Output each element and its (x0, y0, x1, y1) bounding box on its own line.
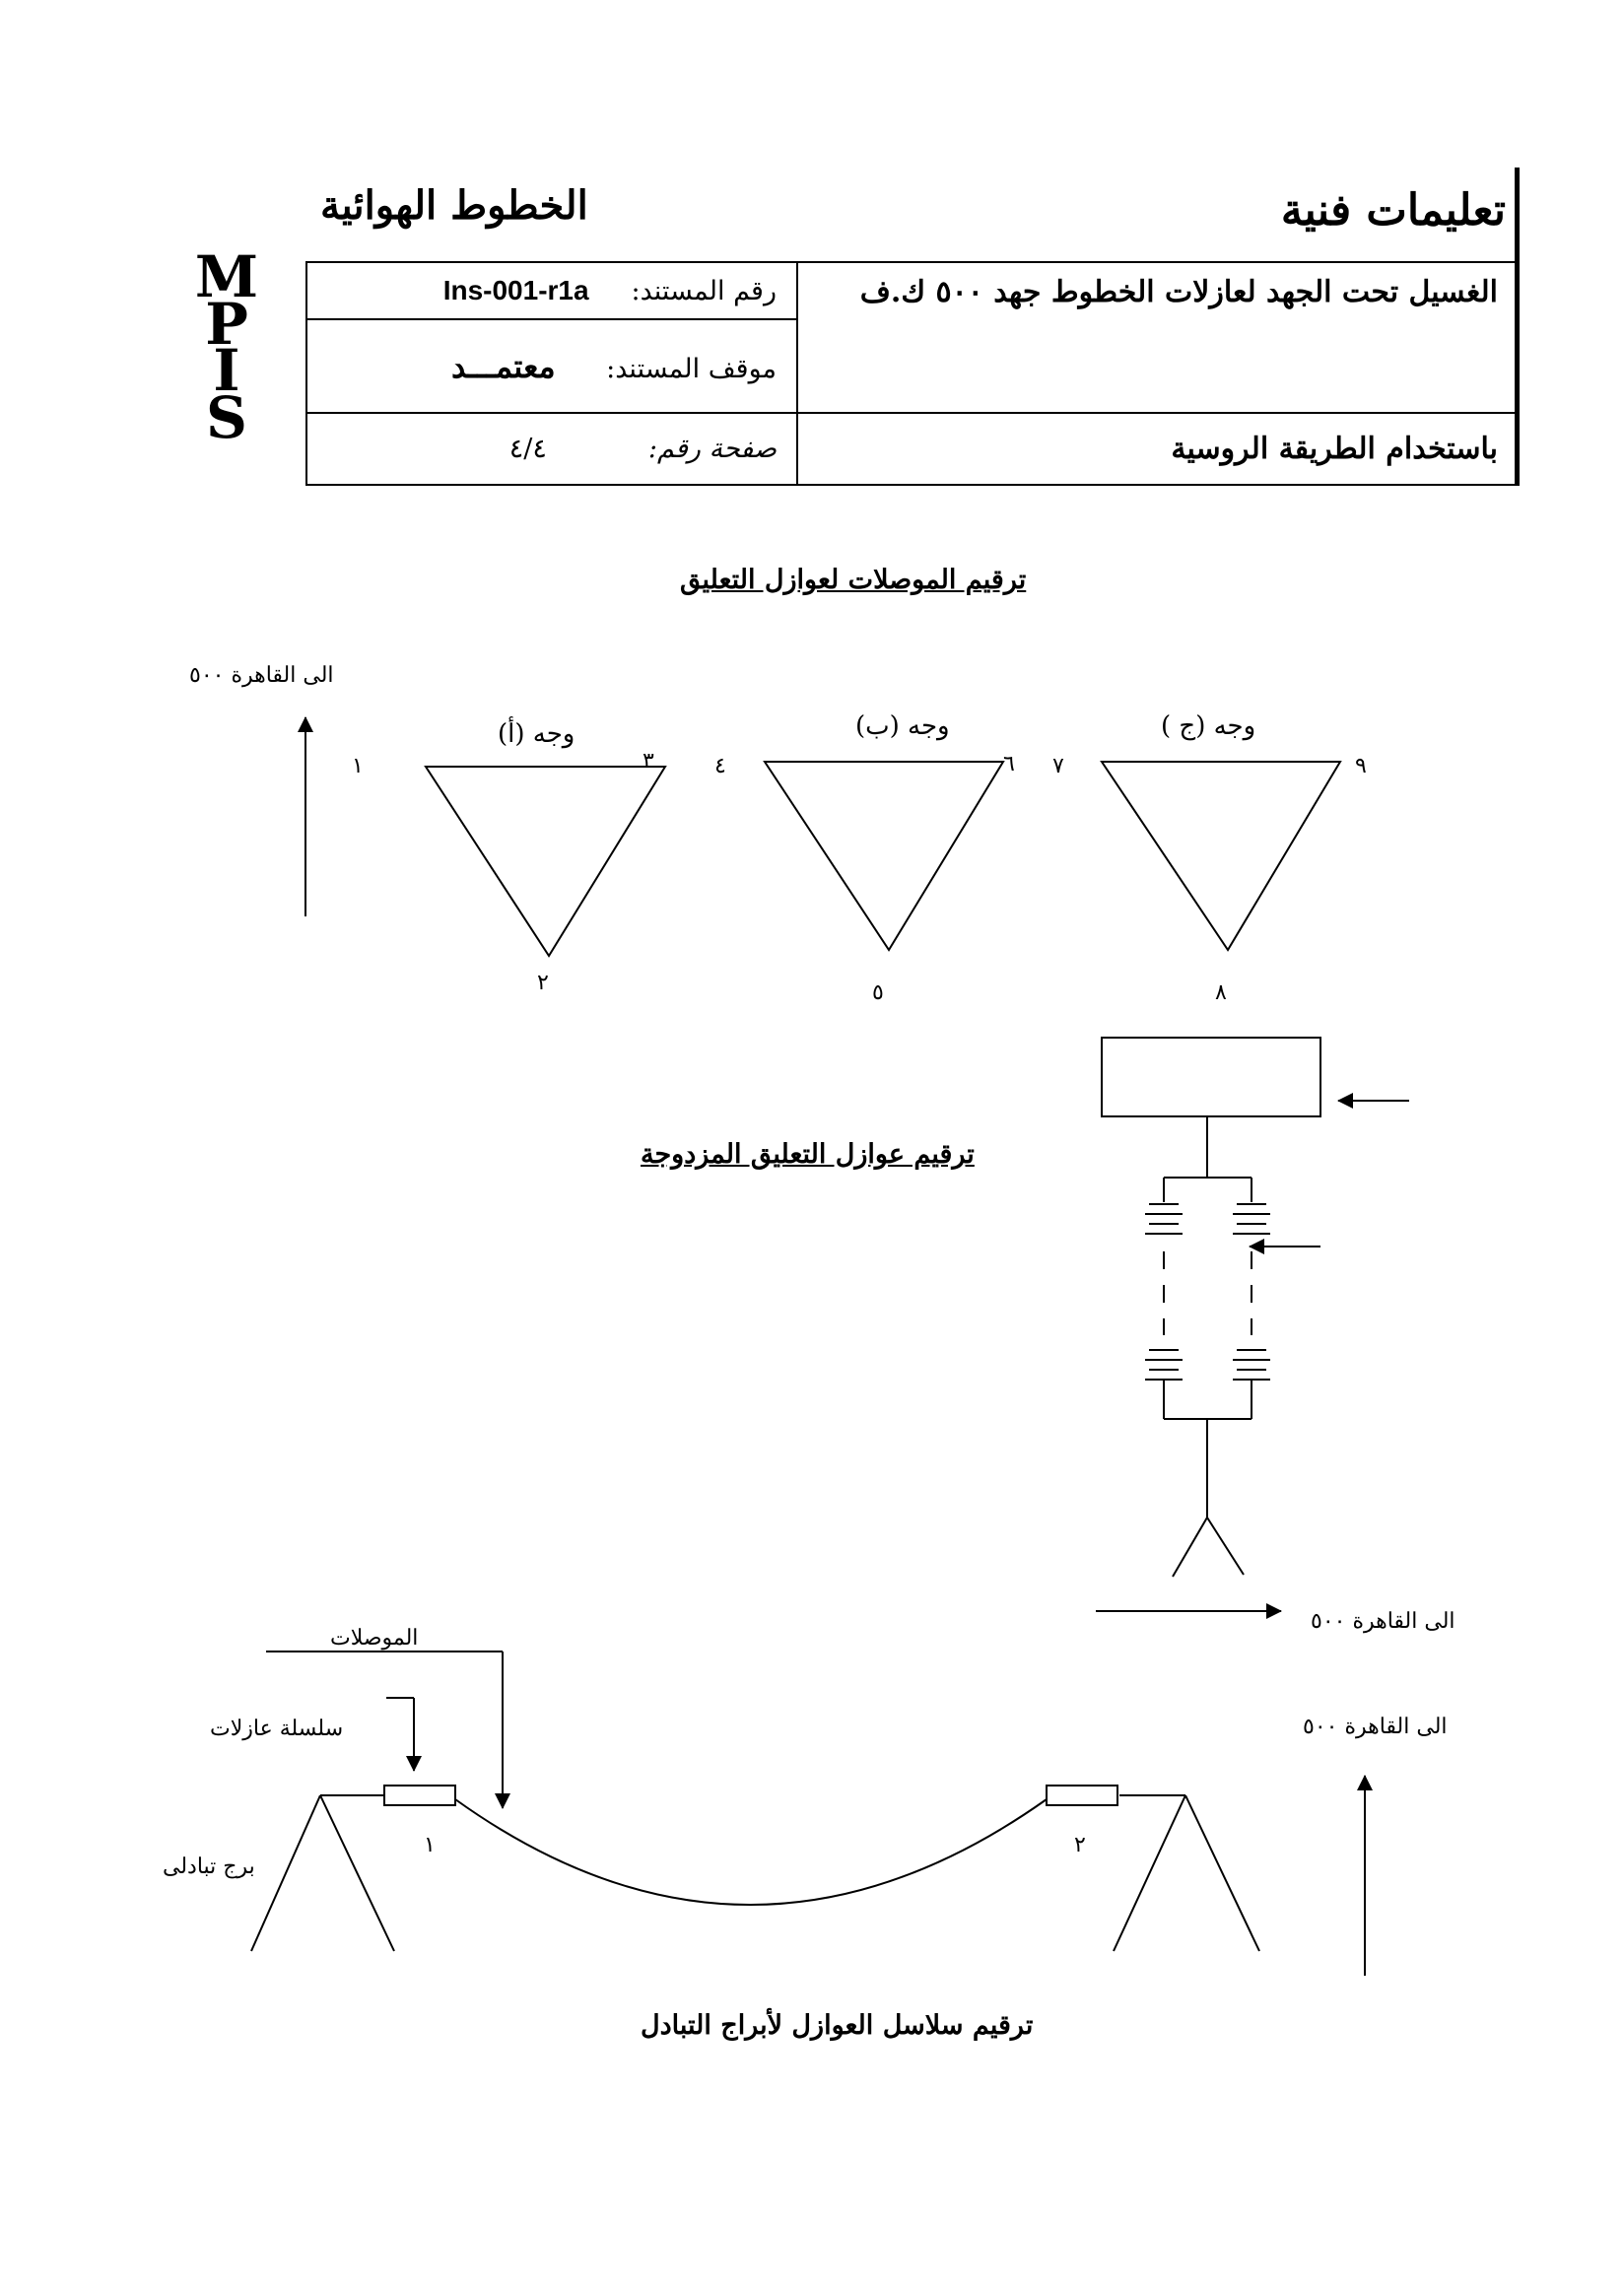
conductor-num-7: ٧ (1052, 754, 1064, 778)
doc-subtitle-cell: باستخدام الطريقة الروسية (796, 412, 1520, 486)
section2-title: ترقيم عوازل التعليق المزدوجة (641, 1139, 975, 1170)
right-tower-leg-1 (1113, 1794, 1186, 1952)
left-insulator-chain (383, 1785, 456, 1806)
conductors-label: الموصلات (330, 1626, 419, 1651)
logo-letter-i: I (213, 337, 240, 405)
left-insulator-top (1145, 1178, 1183, 1235)
right-insulator-chain (1046, 1785, 1118, 1806)
face-a-label: وجه (أ) (498, 719, 575, 749)
conductor-num-9: ٩ (1355, 754, 1367, 778)
transposition-tower-label: برج تبادلى (163, 1854, 255, 1879)
left-tower-leg-2 (319, 1794, 395, 1952)
face-b-label: وجه (ب) (855, 711, 950, 741)
section1-title: ترقيم الموصلات لعوازل التعليق (680, 565, 1027, 595)
document-type-title: تعليمات فنية (1280, 185, 1506, 236)
insulator-chain-label: سلسلة عازلات (210, 1717, 344, 1741)
conductor-num-2: ٢ (537, 971, 549, 995)
face-c-label: وجه (ج ) (1161, 711, 1256, 741)
conductor-num-8: ٨ (1215, 980, 1227, 1005)
chain-num-1: ١ (424, 1833, 436, 1857)
mpis-logo: M P I S (187, 243, 266, 451)
doc-number-label: رقم المستند: (631, 276, 778, 306)
doc-status-label: موقف المستند: (606, 353, 777, 384)
doc-status: معتمـــد (451, 347, 556, 385)
conductor-sag (454, 1798, 1048, 1906)
right-insulator-top (1233, 1178, 1270, 1235)
crossarm-box (1101, 1037, 1321, 1117)
doc-status-cell: موقف المستند: معتمـــد (305, 318, 798, 414)
chain-num-2: ٢ (1074, 1833, 1086, 1857)
logo-letter-s: S (206, 383, 247, 451)
header-table: الغسيل تحت الجهد لعازلات الخطوط جهد ٥٠٠ … (305, 261, 1520, 486)
conductor-num-6: ٦ (1003, 752, 1015, 776)
doc-number: Ins-001-r1a (442, 275, 589, 305)
face-a-triangle (424, 766, 667, 958)
department-title: الخطوط الهوائية (320, 182, 588, 229)
face-b-triangle (763, 761, 1005, 952)
page-number: ٤/٤ (508, 434, 547, 464)
logo-letter-m: M (194, 243, 259, 310)
conductor-num-5: ٥ (872, 980, 884, 1005)
page-label: صفحة رقم: (647, 434, 777, 464)
face-c-triangle (1100, 761, 1342, 952)
doc-title-cell: الغسيل تحت الجهد لعازلات الخطوط جهد ٥٠٠ … (796, 261, 1520, 414)
right-insulator-bottom (1233, 1349, 1270, 1419)
conductor-num-1: ١ (352, 754, 364, 778)
section3-title: ترقيم سلاسل العوازل لأبراج التبادل (641, 2010, 1034, 2041)
right-tower-leg-2 (1184, 1794, 1260, 1952)
s1-direction-label: الى القاهرة ٥٠٠ (189, 663, 334, 688)
conductor-num-4: ٤ (714, 754, 726, 778)
left-tower-leg-1 (250, 1794, 321, 1952)
left-insulator-bottom (1145, 1349, 1183, 1419)
s3-direction-label: الى القاهرة ٥٠٠ (1303, 1715, 1448, 1739)
page-cell: صفحة رقم: ٤/٤ (305, 412, 798, 486)
doc-subtitle: باستخدام الطريقة الروسية (1171, 432, 1498, 466)
doc-title: الغسيل تحت الجهد لعازلات الخطوط جهد ٥٠٠ … (859, 275, 1498, 309)
s2-direction-label: الى القاهرة ٥٠٠ (1311, 1609, 1455, 1634)
doc-number-cell: رقم المستند: Ins-001-r1a (305, 261, 798, 320)
logo-letter-p: P (205, 290, 248, 358)
conductor-num-3: ٣ (643, 749, 654, 774)
